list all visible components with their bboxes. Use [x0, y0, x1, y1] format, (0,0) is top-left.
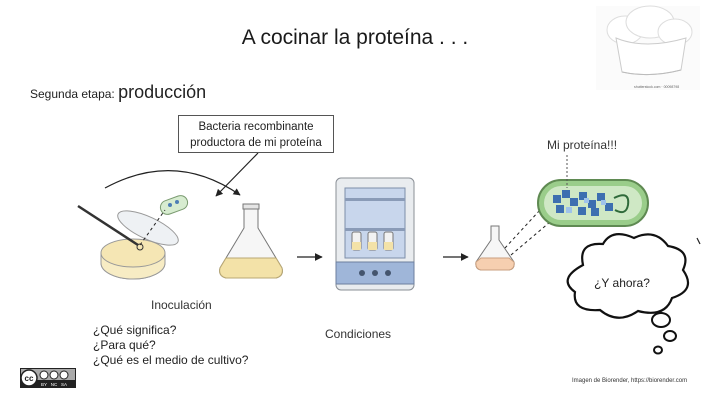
bacteria-callout-box: Bacteria recombinante productora de mi p… [178, 115, 334, 153]
question-item: ¿Qué es el medio de cultivo? [93, 353, 249, 367]
flask-small-icon [475, 209, 551, 271]
questions-list: ¿Qué significa? ¿Para qué? ¿Qué es el me… [93, 323, 248, 368]
cc-by: BY [41, 382, 47, 387]
callout-pointer [215, 152, 259, 197]
chef-image-caption: shutterstock.com · 00098798 [634, 85, 680, 89]
cc-mark: cc [25, 374, 34, 383]
stage-prefix: Segunda etapa: [30, 87, 119, 101]
chef-hat-icon [596, 5, 700, 90]
callout-line-2: productora de mi proteína [190, 137, 322, 149]
thought-text: ¿Y ahora? [594, 276, 650, 290]
protein-label: Mi proteína!!! [547, 138, 618, 152]
callout-line-1: Bacteria recombinante [198, 121, 314, 133]
license-badge-icon: cc BY NC SA [20, 368, 76, 388]
thought-cloud-icon [566, 233, 690, 355]
stage-name: producción [118, 82, 207, 102]
flask-icon [219, 203, 283, 279]
slide-title: A cocinar la proteína . . . [241, 26, 469, 49]
conditions-label: Condiciones [325, 327, 392, 341]
petri-dish-icon [77, 204, 179, 280]
question-item: ¿Para qué? [93, 338, 156, 352]
image-credit: Imagen de Biorender, https://biorender.c… [572, 378, 688, 384]
cc-nc: NC [51, 382, 58, 387]
inoculation-label: Inoculación [151, 298, 212, 312]
transfer-arrow-icon [104, 170, 241, 196]
cc-sa: SA [61, 382, 67, 387]
stage-label: Segunda etapa: producción [30, 82, 206, 103]
question-item: ¿Qué significa? [93, 323, 177, 337]
incubator-icon [335, 177, 415, 291]
bacterium-small-icon [139, 195, 189, 246]
bacterium-icon [537, 155, 649, 227]
